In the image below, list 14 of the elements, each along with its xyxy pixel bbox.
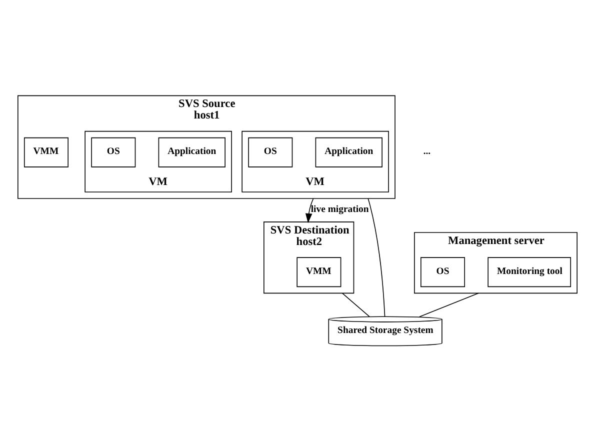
connector [342, 292, 370, 316]
node-box: OS [248, 136, 293, 167]
connector [368, 198, 386, 317]
node-box: VMM [296, 256, 342, 287]
node-box: OS [91, 136, 136, 167]
label: ... [423, 146, 431, 157]
node-box: Monitoring tool [488, 256, 572, 287]
connector [419, 292, 480, 317]
node-box: VMM [24, 136, 68, 167]
node-box: OS [420, 256, 465, 287]
arrow [305, 198, 314, 223]
node-box: Application [158, 136, 226, 167]
node-box: Application [315, 136, 382, 167]
edge-label: live migration [310, 203, 369, 214]
